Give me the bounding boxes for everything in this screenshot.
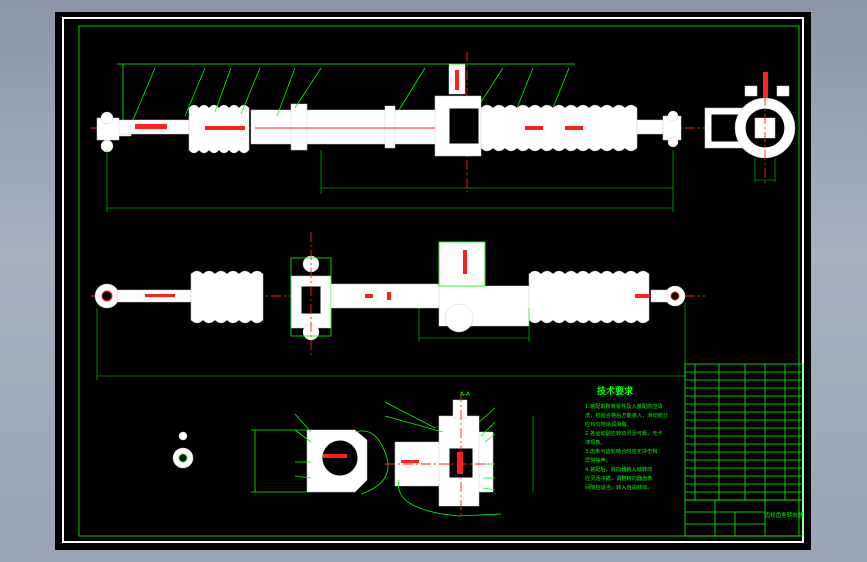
- tech-req-line: 洗，检验合格后方能装入，滑动部分: [585, 411, 668, 419]
- title-block: 齿轮齿条转向器: [684, 499, 804, 537]
- tech-req-line: 3.齿条与齿轮啮合时应无冲击和: [585, 447, 657, 455]
- outer-frame: [62, 17, 804, 543]
- tech-req-line: 异常噪声。: [585, 456, 611, 464]
- tech-req-line: 2.各运动副应转动灵活可靠，无卡: [585, 429, 663, 437]
- tech-req-line: 1.装配前所有零件及入装配前应清: [585, 402, 663, 410]
- title-block-name: 齿轮齿条转向器: [765, 511, 804, 519]
- cad-drawing-viewport[interactable]: 技术要求 1.装配前所有零件及入装配前应清 洗，检验合格后方能装入，滑动部分 应…: [55, 12, 811, 550]
- inner-frame: [78, 25, 800, 537]
- cad-drawing-canvas: 技术要求 1.装配前所有零件及入装配前应清 洗，检验合格后方能装入，滑动部分 应…: [62, 17, 804, 543]
- tech-req-line: 滞现象。: [585, 438, 606, 446]
- rack-assembly-front-view: [91, 52, 705, 212]
- tech-req-line: 4.装配后，转向器输入轴转动: [585, 465, 652, 473]
- tech-req-line: 应均匀地涂润滑脂。: [585, 420, 632, 428]
- detail-section-views: [172, 392, 534, 518]
- section-label: A-A: [460, 391, 471, 398]
- technical-requirements: 技术要求 1.装配前所有零件及入装配前应清 洗，检验合格后方能装入，滑动部分 应…: [585, 385, 668, 491]
- parts-list-table: [684, 363, 804, 501]
- pinion-end-view: [704, 72, 796, 186]
- rack-assembly-top-view: [91, 232, 705, 380]
- tech-req-line: 间隙应适当，转入自由转动。: [585, 483, 652, 491]
- tech-req-line: 应灵活平稳，调整转向器齿条: [585, 474, 652, 482]
- tech-req-title: 技术要求: [597, 385, 634, 397]
